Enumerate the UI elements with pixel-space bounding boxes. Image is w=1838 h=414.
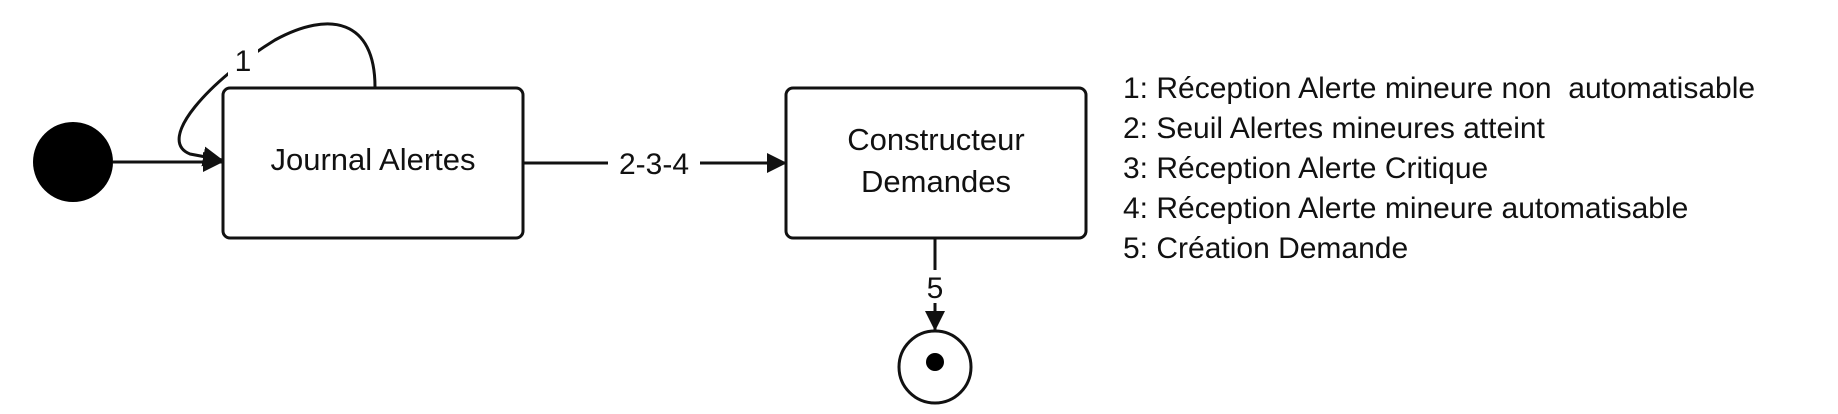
state-constructeur-demandes xyxy=(784,86,1088,240)
final-node-inner xyxy=(926,353,944,371)
self-loop-label-bg xyxy=(228,44,258,76)
self-loop-arrow xyxy=(177,22,377,167)
legend-item-5: 5: Création Demande xyxy=(1123,232,1408,265)
transition-234-label: 2-3-4 xyxy=(619,148,689,181)
self-loop-label: 1 xyxy=(235,45,252,78)
legend-item-1: 1: Réception Alerte mineure non automati… xyxy=(1123,72,1755,105)
state-journal-alertes-label: Journal Alertes xyxy=(270,142,475,177)
transition-5-label-bg xyxy=(921,270,949,303)
state-constructeur-label-line-2: Demandes xyxy=(861,164,1011,199)
transition-5-label: 5 xyxy=(927,272,944,305)
initial-node xyxy=(33,122,113,202)
legend-item-4: 4: Réception Alerte mineure automatisabl… xyxy=(1123,192,1688,225)
transition-234-label-bg xyxy=(608,146,700,180)
legend-item-3: 3: Réception Alerte Critique xyxy=(1123,152,1488,185)
legend-item-2: 2: Seuil Alertes mineures atteint xyxy=(1123,112,1546,145)
state-constructeur-label-line-1: Constructeur xyxy=(847,122,1024,157)
